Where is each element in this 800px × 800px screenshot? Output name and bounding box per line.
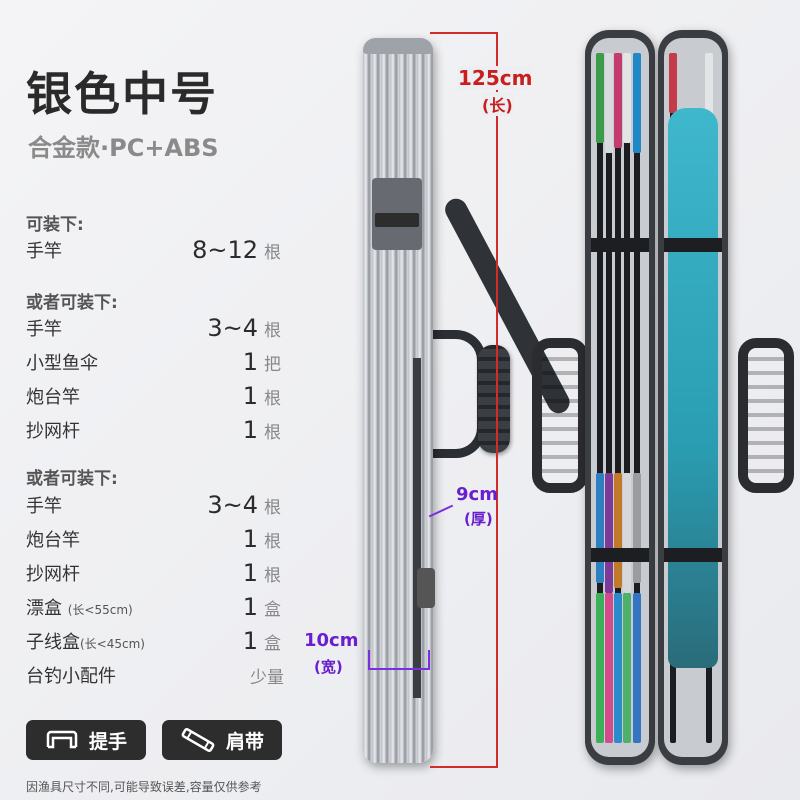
list-item: 子线盒(长<45cm) 1 盒 (26, 625, 284, 657)
list-item: 炮台竿 1 根 (26, 380, 284, 412)
item-qty: 1 (242, 525, 258, 553)
width-value: 10cm (304, 630, 359, 651)
list-item: 小型鱼伞 1 把 (26, 346, 284, 378)
fishing-rod (633, 53, 641, 743)
length-line (496, 32, 498, 768)
case-zipper (413, 358, 421, 698)
item-name: 炮台竿 (26, 387, 80, 408)
item-name: 手竿 (26, 241, 62, 262)
fishing-rod (623, 53, 631, 743)
item-name: 抄网杆 (26, 421, 80, 442)
list-item: 漂盒 (长<55cm) 1 盒 (26, 591, 284, 623)
item-name: 子线盒(长<45cm) (26, 632, 145, 653)
section-heading: 或者可装下: (26, 469, 118, 489)
fishing-umbrella (668, 108, 718, 668)
item-qty: 1 (242, 593, 258, 621)
list-item: 台钓小配件 少量 (26, 659, 284, 691)
item-unit: 根 (264, 531, 281, 552)
product-title: 银色中号 (26, 67, 218, 121)
case-interior (664, 38, 722, 757)
item-unit: 盒 (264, 599, 281, 620)
carry-handle (478, 345, 510, 453)
item-qty: 1 (242, 416, 258, 444)
strap-icon (181, 728, 215, 752)
right-side-handle (738, 338, 794, 493)
list-item: 手竿 8~12 根 (26, 234, 284, 266)
item-name: 手竿 (26, 496, 62, 517)
zipper-lock (417, 568, 435, 608)
open-case-left-half (585, 30, 655, 765)
closed-rod-case (363, 38, 435, 763)
item-unit: 把 (264, 354, 281, 375)
item-name: 手竿 (26, 319, 62, 340)
item-name: 漂盒 (长<55cm) (26, 598, 133, 619)
list-item: 抄网杆 1 根 (26, 557, 284, 589)
length-value: 125cm (458, 66, 533, 90)
width-tick-left (368, 650, 370, 670)
item-qty: 8~12 (192, 236, 258, 264)
strap-button[interactable]: 肩带 (162, 720, 282, 760)
item-name: 抄网杆 (26, 564, 80, 585)
item-unit: 根 (264, 388, 281, 409)
thickness-value: 9cm (456, 484, 498, 505)
fishing-rod (605, 53, 613, 743)
width-tick-right (428, 650, 430, 670)
length-top-line (430, 32, 498, 34)
handle-button-label: 提手 (88, 730, 127, 753)
product-subtitle: 合金款·PC+ABS (28, 134, 219, 162)
item-qty: 少量 (250, 667, 284, 688)
item-unit: 根 (264, 320, 281, 341)
item-name: 小型鱼伞 (26, 353, 98, 374)
item-qty: 1 (242, 348, 258, 376)
width-label: (宽) (314, 658, 343, 676)
item-qty: 3~4 (207, 491, 258, 519)
handle-button[interactable]: 提手 (26, 720, 146, 760)
item-unit: 根 (264, 242, 281, 263)
item-unit: 根 (264, 497, 281, 518)
item-name: 炮台竿 (26, 530, 80, 551)
item-note: (长<45cm) (80, 637, 145, 651)
brand-logo (375, 213, 419, 227)
fishing-rod (614, 53, 622, 743)
item-qty: 3~4 (207, 314, 258, 342)
width-line (368, 668, 430, 670)
item-qty: 1 (242, 559, 258, 587)
list-item: 炮台竿 1 根 (26, 523, 284, 555)
fishing-rod (596, 53, 604, 743)
open-case-right-half (658, 30, 728, 765)
case-interior (591, 38, 649, 757)
item-unit: 根 (264, 565, 281, 586)
strap-button-label: 肩带 (225, 730, 264, 753)
length-bottom-line (430, 766, 498, 768)
item-note: (长<55cm) (67, 603, 133, 617)
item-qty: 1 (242, 382, 258, 410)
list-item: 手竿 3~4 根 (26, 312, 284, 344)
list-item: 手竿 3~4 根 (26, 489, 284, 521)
item-unit: 盒 (264, 633, 281, 654)
retaining-strap (591, 238, 649, 252)
retaining-strap (664, 548, 722, 562)
disclaimer-text: 因渔具尺寸不同,可能导致误差,容量仅供参考 (26, 780, 262, 794)
section-heading: 或者可装下: (26, 293, 118, 313)
left-side-handle (532, 338, 588, 493)
item-qty: 1 (242, 627, 258, 655)
section-heading: 可装下: (26, 215, 84, 235)
length-label: (长) (482, 92, 513, 116)
handle-icon (46, 730, 78, 749)
item-unit: 根 (264, 422, 281, 443)
thickness-label: (厚) (464, 510, 493, 528)
retaining-strap (591, 548, 649, 562)
list-item: 抄网杆 1 根 (26, 414, 284, 446)
item-name: 台钓小配件 (26, 666, 116, 687)
case-cap (363, 38, 433, 54)
retaining-strap (664, 238, 722, 252)
